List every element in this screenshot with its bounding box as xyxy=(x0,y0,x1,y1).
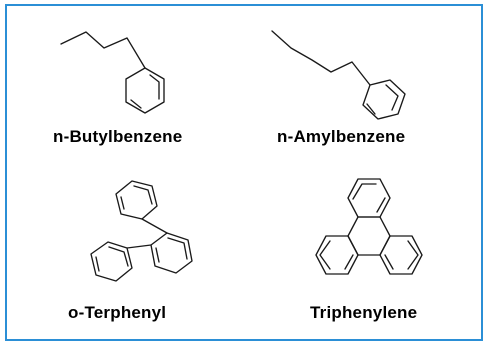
structure-panel xyxy=(5,4,483,341)
n-amylbenzene-structure xyxy=(271,30,406,120)
label-triphenylene: Triphenylene xyxy=(310,303,418,322)
label-n-butylbenzene: n-Butylbenzene xyxy=(53,127,183,146)
triphenylene-structure xyxy=(315,178,423,275)
label-n-amylbenzene: n-Amylbenzene xyxy=(277,127,406,146)
o-terphenyl-structure xyxy=(90,180,193,282)
n-butylbenzene-structure xyxy=(60,31,165,114)
label-o-terphenyl: o-Terphenyl xyxy=(68,303,167,322)
